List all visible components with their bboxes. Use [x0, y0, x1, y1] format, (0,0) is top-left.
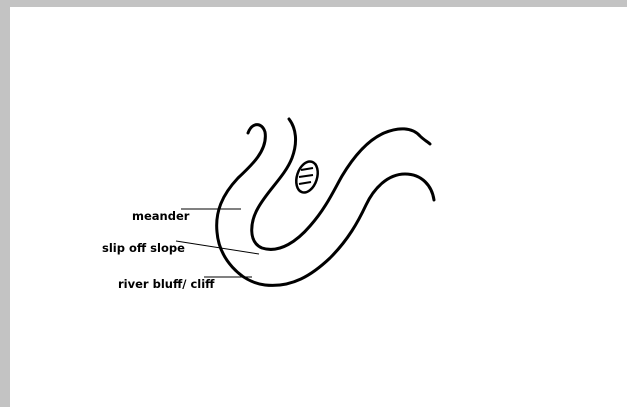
- island-hatch-line: [301, 168, 313, 170]
- point-bar-island: [293, 159, 322, 196]
- inner-river-bank: [252, 119, 430, 249]
- island-hatch-line: [299, 182, 311, 184]
- slip-off-slope-label: slip off slope: [102, 241, 185, 255]
- island-hatch-line: [299, 175, 313, 177]
- river-bluff-label: river bluff/ cliff: [118, 277, 214, 291]
- meander-label: meander: [132, 209, 189, 223]
